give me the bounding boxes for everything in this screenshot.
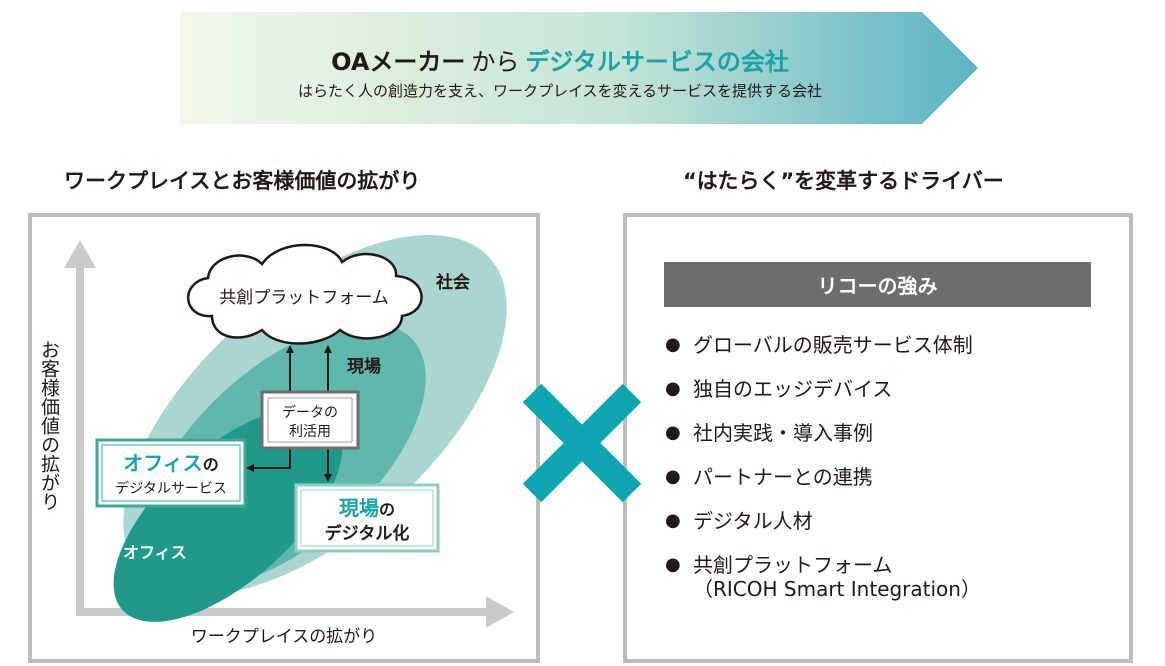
strength-label-multiline: 共創プラットフォーム（RICOH Smart Integration） xyxy=(693,553,981,601)
banner-connector: から xyxy=(471,48,520,76)
strengths-list: ● グローバルの販売サービス体制 ● 独自のエッジデバイス ● 社内実践・導入事例 ●… xyxy=(665,333,981,601)
banner-heading: OAメーカーからデジタルサービスの会社 xyxy=(180,42,940,77)
genba-box-line2: デジタル化 xyxy=(325,523,410,544)
bullet-icon: ● xyxy=(665,334,681,355)
strength-label: デジタル人材 xyxy=(693,509,813,533)
genba-digitalization-box: 現場の デジタル化 xyxy=(294,483,440,553)
office-box-suffix: の xyxy=(203,455,219,474)
left-section-title: ワークプレイスとお客様価値の拡がり xyxy=(64,169,421,193)
x-axis-label: ワークプレイスの拡がり xyxy=(191,627,378,647)
list-item: ● 独自のエッジデバイス xyxy=(665,377,981,421)
office-box-title: オフィスの xyxy=(123,451,219,475)
office-box-line2: デジタルサービス xyxy=(115,480,227,497)
strength-sublabel: （RICOH Smart Integration） xyxy=(693,577,981,601)
society-label: 社会 xyxy=(435,272,470,293)
data-box-line2: 利活用 xyxy=(289,424,331,440)
cloud-label: 共創プラットフォーム xyxy=(219,288,389,308)
right-section-title: “はたらく”を変革するドライバー xyxy=(683,169,1004,193)
bullet-icon: ● xyxy=(665,378,681,399)
data-flow-arrows xyxy=(246,345,332,482)
co-creation-cloud: 共創プラットフォーム xyxy=(187,243,423,345)
data-box-line1: データの xyxy=(282,404,338,421)
bullet-icon: ● xyxy=(665,422,681,443)
list-item: ● パートナーとの連携 xyxy=(665,465,981,509)
office-digital-service-box: オフィスの デジタルサービス xyxy=(95,438,247,508)
strength-label: 共創プラットフォーム xyxy=(693,553,893,577)
list-item: ● 共創プラットフォーム（RICOH Smart Integration） xyxy=(665,553,981,601)
cloud-icon xyxy=(187,243,423,345)
multiply-cross-icon xyxy=(522,383,642,503)
office-ellipse xyxy=(113,408,343,622)
bullet-icon: ● xyxy=(665,510,681,531)
strength-label: グローバルの販売サービス体制 xyxy=(693,333,973,357)
genba-label: 現場 xyxy=(347,357,381,377)
bullet-icon: ● xyxy=(665,554,681,575)
banner-from-label: OAメーカー xyxy=(331,48,466,76)
banner-to-label: デジタルサービスの会社 xyxy=(525,48,789,76)
genba-box-suffix: の xyxy=(379,500,395,519)
strength-label: パートナーとの連携 xyxy=(693,465,873,489)
office-box-highlight: オフィス xyxy=(123,451,203,475)
banner-subtitle: はらたく人の創造力を支え、ワークプレイスを変えるサービスを提供する会社 xyxy=(297,82,823,100)
bullet-icon: ● xyxy=(665,466,681,487)
strength-label: 社内実践・導入事例 xyxy=(693,421,873,445)
data-utilization-box: データの 利活用 xyxy=(260,390,360,450)
x-axis-arrowhead xyxy=(486,596,514,628)
banner-arrow-shape xyxy=(180,12,978,124)
genba-box-highlight: 現場 xyxy=(339,496,379,520)
transformation-banner: OAメーカーからデジタルサービスの会社 はらたく人の創造力を支え、ワークプレイス… xyxy=(180,12,980,124)
list-item: ● デジタル人材 xyxy=(665,509,981,553)
list-item: ● グローバルの販売サービス体制 xyxy=(665,333,981,377)
strength-label: 独自のエッジデバイス xyxy=(693,377,893,401)
arrow-to-office xyxy=(246,448,291,472)
y-axis-arrowhead xyxy=(64,240,96,268)
y-axis-label: お客様価値の拡がり xyxy=(38,340,60,511)
list-item: ● 社内実践・導入事例 xyxy=(665,421,981,465)
strengths-header: リコーの強み xyxy=(664,262,1091,307)
office-region-label: オフィス xyxy=(123,543,187,562)
genba-box-title: 現場の xyxy=(339,496,395,520)
